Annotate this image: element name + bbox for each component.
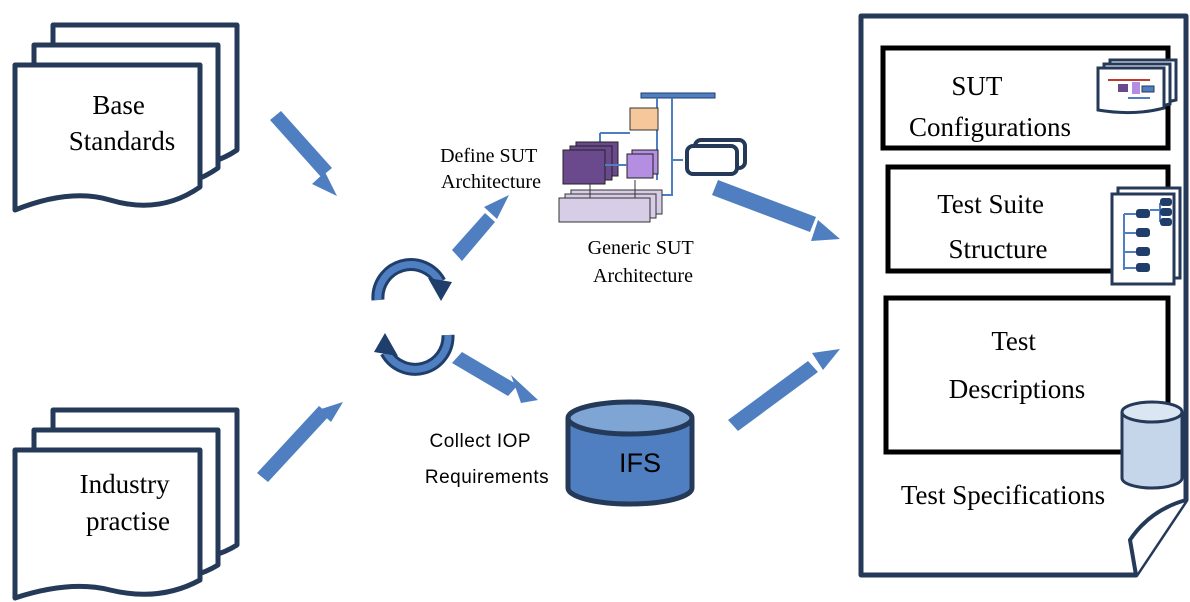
arrow-architecture-to-spec [712, 180, 840, 241]
test-suite-structure-label: Test Suite Structure [937, 189, 1051, 264]
sut-configurations-label: SUT Configurations [909, 71, 1071, 142]
test-suite-tree-icon [1110, 186, 1182, 286]
industry-practise-label: Industry practise [80, 469, 177, 536]
ifs-label: IFS [619, 448, 661, 478]
iteration-cycle-icon [371, 258, 455, 376]
orange-component [629, 107, 659, 131]
arrow-cycle-to-define [452, 195, 509, 261]
arrow-ifs-to-spec [728, 349, 840, 431]
generic-sut-architecture-label: Generic SUT Architecture [588, 237, 699, 287]
sut-architecture-illustration [558, 92, 747, 223]
arrow-cycle-to-ifs [452, 352, 538, 403]
device-icon [685, 144, 739, 176]
test-specifications-title: Test Specifications [901, 480, 1105, 510]
test-data-cylinder-icon [1120, 400, 1184, 490]
collect-iop-requirements-label: Collect IOP Requirements [425, 431, 549, 488]
industry-practise-doc-stack: Industry practise [12, 407, 240, 601]
test-descriptions-label: Test Descriptions [949, 326, 1085, 404]
arrow-industry-to-cycle [257, 402, 343, 482]
base-standards-doc-stack: Base Standards [12, 22, 240, 213]
flow-arrows [257, 111, 840, 482]
platform-block [558, 197, 651, 223]
ifs-database-cylinder: IFS [565, 399, 695, 507]
define-sut-architecture-label: Define SUT Architecture [440, 145, 542, 193]
base-standards-label: Base Standards [69, 90, 175, 156]
bus-bar [640, 92, 716, 99]
arrow-base-to-cycle [270, 111, 337, 196]
sut-config-thumbnail-icon [1096, 58, 1178, 115]
dark-purple-component [562, 149, 606, 185]
light-purple-component [626, 153, 654, 179]
test-specifications-document: SUT Configurations Test Suite Structure … [858, 13, 1189, 578]
